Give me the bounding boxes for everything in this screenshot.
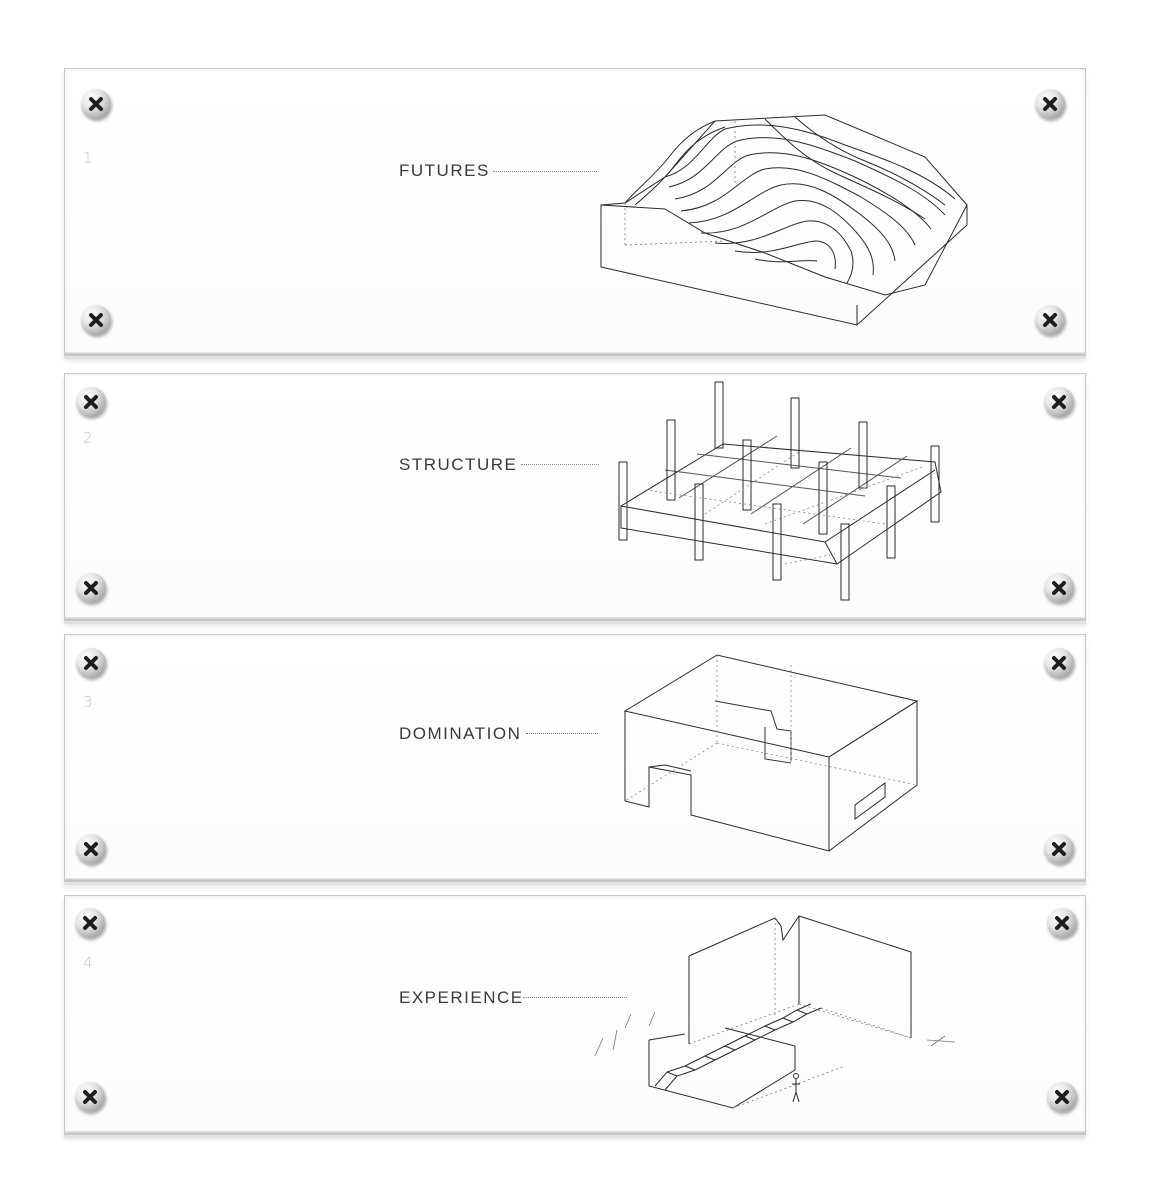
panel-title: STRUCTURE xyxy=(399,455,518,474)
panel-number: 4 xyxy=(83,954,93,972)
screw-icon xyxy=(1035,305,1065,335)
panel-number: 1 xyxy=(83,149,93,167)
leader-line xyxy=(523,997,627,998)
staircase-space-drawing xyxy=(594,915,956,1109)
screw-icon xyxy=(81,305,111,335)
screw-icon xyxy=(1044,387,1074,417)
massing-volume-drawing xyxy=(623,654,919,852)
panel-title: FUTURES xyxy=(399,161,490,180)
screw-icon xyxy=(76,573,106,603)
screw-icon xyxy=(76,387,106,417)
panel-experience: 4 EXPERIENCE xyxy=(64,895,1086,1135)
screw-icon xyxy=(1044,648,1074,678)
panel-title: EXPERIENCE xyxy=(399,988,524,1007)
leader-line xyxy=(526,733,598,734)
panel-futures: 1 FUTURES xyxy=(64,68,1086,356)
panel-domination: 3 DOMINATION xyxy=(64,634,1086,882)
panel-number: 2 xyxy=(83,429,93,447)
structure-frame-drawing xyxy=(618,381,942,601)
panel-title: DOMINATION xyxy=(399,724,522,743)
screw-icon xyxy=(1047,1082,1077,1112)
screw-icon xyxy=(75,908,105,938)
screw-icon xyxy=(76,834,106,864)
screw-icon xyxy=(81,89,111,119)
topography-drawing xyxy=(600,114,968,326)
leader-line xyxy=(521,464,599,465)
screw-icon xyxy=(1044,834,1074,864)
screw-icon xyxy=(1047,908,1077,938)
screw-icon xyxy=(75,1082,105,1112)
screw-icon xyxy=(1035,89,1065,119)
panel-number: 3 xyxy=(83,693,93,711)
panel-structure: 2 STRUCTURE xyxy=(64,373,1086,621)
screw-icon xyxy=(76,648,106,678)
leader-line xyxy=(493,171,597,172)
screw-icon xyxy=(1044,573,1074,603)
